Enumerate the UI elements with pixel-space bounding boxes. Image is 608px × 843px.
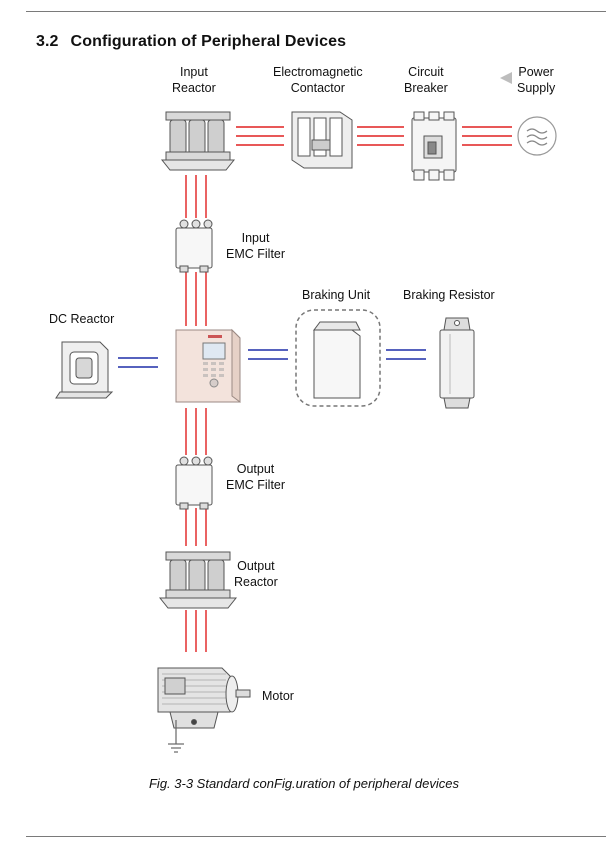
motor-icon (157, 667, 251, 729)
figure-caption: Fig. 3-3 Standard conFig.uration of peri… (148, 776, 459, 791)
breaker-icon (411, 111, 457, 181)
label-contactor-line1: Electromagnetic (273, 65, 363, 79)
label-power-supply-line2: Supply (517, 81, 556, 95)
output-reactor-icon (158, 551, 238, 609)
ground-icon (168, 720, 184, 753)
label-input-reactor-line2: Reactor (172, 81, 216, 95)
section-title: 3.2 Configuration of Peripheral Devices (36, 33, 346, 51)
inverter-icon (175, 328, 241, 403)
label-input-reactor-line1: Input (179, 65, 208, 79)
label-braking-resistor: Braking Resistor (403, 288, 495, 302)
bottom-rule (26, 836, 606, 837)
braking-unit-icon (295, 309, 381, 407)
contactor-icon (291, 111, 353, 169)
dc-wires (118, 349, 426, 368)
label-power-supply-line1: Power (518, 65, 554, 79)
label-output-emc: Output EMC Filter (226, 461, 285, 493)
top-rule (26, 11, 606, 12)
label-output-emc-line2: EMC Filter (226, 478, 286, 492)
label-breaker-line1: Circuit (408, 65, 444, 79)
label-motor: Motor (262, 689, 294, 703)
dc-reactor-icon (55, 341, 114, 399)
output-emc-filter-icon (175, 456, 213, 510)
label-input-reactor: Input Reactor (172, 64, 216, 96)
label-input-emc-line2: EMC Filter (226, 247, 286, 261)
label-output-reactor-line1: Output (237, 559, 275, 573)
label-input-emc: Input EMC Filter (226, 230, 285, 262)
ac-wires (185, 126, 512, 652)
label-output-reactor-line2: Reactor (234, 575, 278, 589)
input-emc-filter-icon (175, 219, 213, 273)
label-dc-reactor: DC Reactor (49, 312, 115, 326)
braking-resistor-icon (439, 317, 475, 409)
power-supply-icon (500, 72, 557, 156)
input-reactor-icon (160, 111, 236, 171)
label-output-reactor: Output Reactor (234, 558, 278, 590)
label-breaker: Circuit Breaker (404, 64, 448, 96)
label-breaker-line2: Breaker (404, 81, 448, 95)
label-output-emc-line1: Output (236, 462, 275, 476)
label-braking-unit: Braking Unit (302, 288, 371, 302)
label-input-emc-line1: Input (241, 231, 270, 245)
section-number: 3.2 (36, 33, 59, 50)
label-contactor-line2: Contactor (290, 81, 345, 95)
label-contactor: Electromagnetic Contactor (273, 64, 363, 96)
label-power-supply: Power Supply (517, 64, 555, 96)
section-title-text: Configuration of Peripheral Devices (70, 33, 347, 50)
